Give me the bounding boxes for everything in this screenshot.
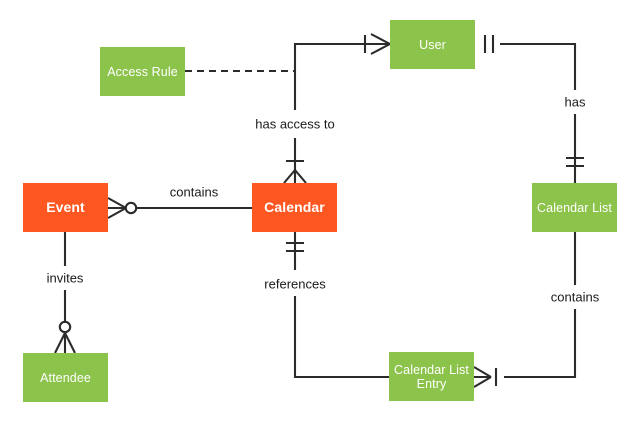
entity-calendar-list[interactable]: Calendar List — [532, 183, 617, 232]
crowsfoot-attendee-top — [54, 332, 76, 354]
connector-calendar-entry-lower — [293, 296, 389, 379]
connector-calendarlist-entry-lower — [504, 309, 577, 379]
crowsfoot-entry-right — [473, 366, 492, 388]
entity-label: Calendar List Entry — [394, 362, 469, 391]
edge-label-has-access-to: has access to — [253, 116, 337, 132]
entity-label: User — [419, 37, 446, 52]
connector-user-calendarlist — [500, 42, 577, 90]
crowsfoot-calendar-top — [283, 169, 307, 184]
entity-attendee[interactable]: Attendee — [23, 353, 108, 402]
entity-label: Event — [46, 198, 85, 215]
edge-label-has: has — [562, 94, 588, 110]
entity-user[interactable]: User — [390, 20, 475, 69]
cardinality-circle-event — [124, 201, 138, 215]
entity-label: Access Rule — [107, 64, 178, 79]
entity-label: Calendar — [264, 198, 325, 215]
entity-label: Attendee — [40, 370, 91, 385]
crowsfoot-user-left — [370, 33, 391, 55]
entity-access-rule[interactable]: Access Rule — [100, 47, 185, 96]
entity-calendar-list-entry[interactable]: Calendar List Entry — [389, 352, 474, 401]
crowsfoot-event-right — [107, 197, 127, 219]
edge-label-references: references — [262, 276, 328, 292]
entity-event[interactable]: Event — [23, 183, 108, 232]
edge-label-invites: invites — [44, 270, 86, 286]
cardinality-circle-attendee — [58, 320, 72, 334]
entity-calendar[interactable]: Calendar — [252, 183, 337, 232]
edge-label-contains-entry: contains — [548, 289, 602, 305]
connector-user-calendar — [293, 42, 390, 110]
edge-label-contains-calendar: contains — [167, 184, 221, 200]
entity-label: Calendar List — [537, 200, 612, 215]
